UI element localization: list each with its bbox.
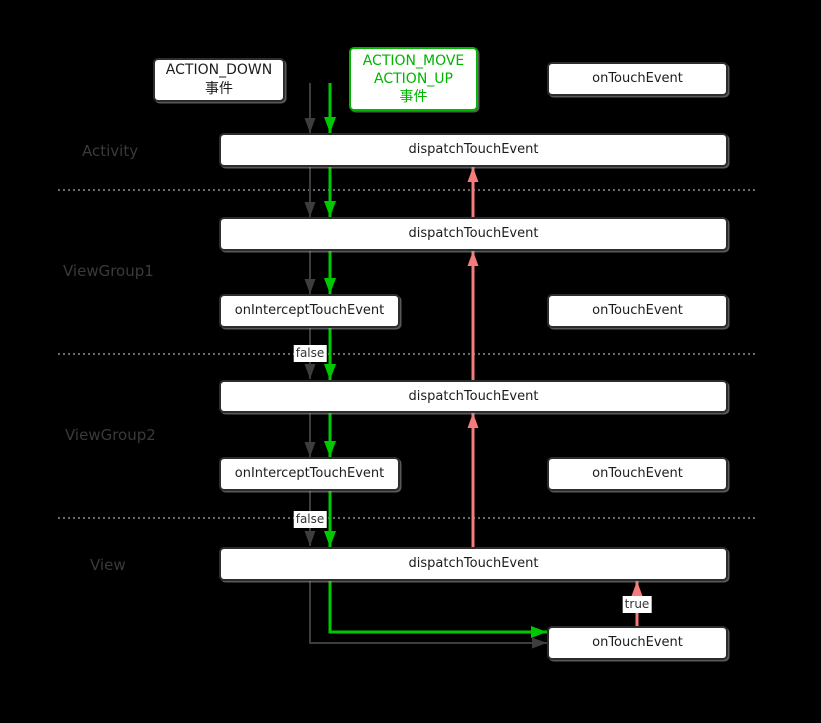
row-label-viewgroup1: ViewGroup1	[63, 262, 154, 280]
action-up-label: ACTION_UP	[374, 71, 453, 87]
action-down-suffix: 事件	[205, 81, 233, 97]
row-label-view: View	[90, 556, 126, 574]
action-move-up-arrow-green	[324, 83, 547, 638]
viewgroup1-ontouchevent-label: onTouchEvent	[592, 303, 683, 318]
viewgroup2-dispatchtouchevent-label: dispatchTouchEvent	[408, 388, 539, 404]
true-flag-view: true	[622, 596, 652, 613]
view-dispatchtouchevent-box: dispatchTouchEvent	[219, 547, 728, 581]
row-label-activity: Activity	[82, 142, 139, 160]
viewgroup1-dispatchtouchevent-box: dispatchTouchEvent	[219, 217, 728, 251]
viewgroup2-ontouchevent-box: onTouchEvent	[547, 457, 728, 491]
viewgroup2-onintercepttouchevent-label: onInterceptTouchEvent	[234, 466, 385, 481]
viewgroup1-ontouchevent-box: onTouchEvent	[547, 294, 728, 328]
ontouchevent-top-label: onTouchEvent	[592, 71, 683, 86]
view-ontouchevent-label: onTouchEvent	[592, 635, 683, 650]
action-down-event-box: ACTION_DOWN 事件	[153, 58, 285, 102]
action-move-up-suffix: 事件	[399, 89, 428, 105]
view-dispatchtouchevent-label: dispatchTouchEvent	[408, 556, 539, 571]
activity-dispatchtouchevent-box: dispatchTouchEvent	[219, 133, 728, 167]
viewgroup1-dispatchtouchevent-label: dispatchTouchEvent	[408, 226, 539, 241]
activity-dispatchtouchevent-label: dispatchTouchEvent	[408, 142, 539, 157]
action-down-label: ACTION_DOWN	[165, 62, 273, 78]
row-label-viewgroup2: ViewGroup2	[65, 426, 156, 444]
false-flag-viewgroup1: false	[293, 345, 327, 362]
false-flag-viewgroup2: false	[293, 511, 327, 528]
ontouchevent-top-box: onTouchEvent	[547, 62, 728, 96]
viewgroup1-onintercepttouchevent-label: onInterceptTouchEvent	[234, 303, 385, 318]
viewgroup2-ontouchevent-label: onTouchEvent	[592, 466, 683, 481]
viewgroup2-dispatchtouchevent-box: dispatchTouchEvent	[219, 380, 728, 413]
view-ontouchevent-box: onTouchEvent	[547, 626, 728, 660]
action-move-up-event-box: ACTION_MOVE ACTION_UP 事件	[349, 47, 478, 111]
viewgroup2-onintercepttouchevent-box: onInterceptTouchEvent	[219, 457, 400, 491]
action-move-label: ACTION_MOVE	[362, 53, 465, 69]
viewgroup1-onintercepttouchevent-box: onInterceptTouchEvent	[219, 294, 400, 328]
